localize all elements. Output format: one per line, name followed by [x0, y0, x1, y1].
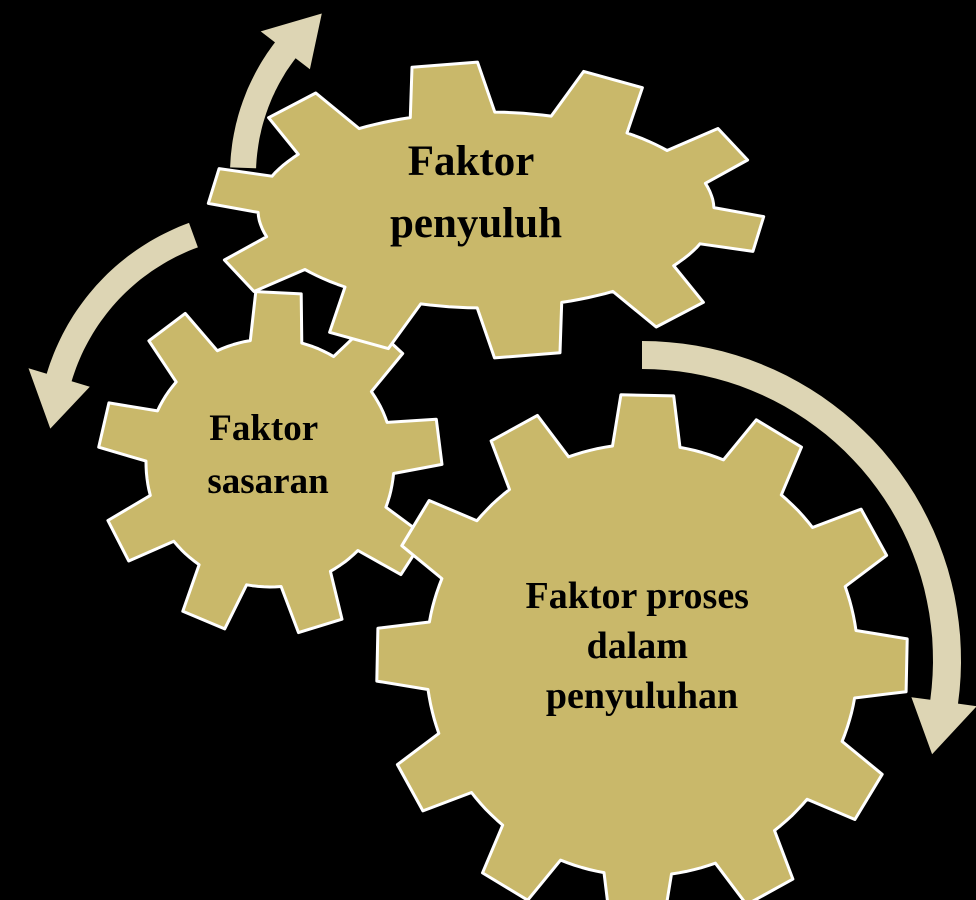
arrow-top: [230, 13, 322, 169]
gears-layer: Faktor sasaran Faktor penyuluh Faktor pr…: [97, 60, 909, 900]
gear-sasaran-line-2: sasaran: [207, 461, 329, 502]
gear-proses: Faktor proses dalam penyuluhan: [375, 393, 909, 900]
gear-sasaran-shape: [97, 290, 444, 635]
gear-proses-shape: [375, 393, 909, 900]
gear-penyuluh-line-1: Faktor: [408, 138, 535, 185]
gear-penyuluh-shape: [206, 60, 766, 360]
gear-proses-line-3: penyuluhan: [546, 675, 738, 717]
gear-penyuluh-label: Faktor penyuluh: [390, 138, 562, 247]
arrow-left: [28, 222, 198, 429]
gear-proses-line-2: dalam: [587, 625, 688, 667]
arrow-right: [642, 341, 976, 755]
gear-penyuluh: Faktor penyuluh: [206, 60, 766, 360]
gear-penyuluh-line-2: penyuluh: [390, 200, 562, 247]
gear-sasaran-line-1: Faktor: [209, 408, 318, 449]
gear-sasaran-label: Faktor sasaran: [207, 408, 329, 502]
gear-proses-label: Faktor proses dalam penyuluhan: [526, 575, 759, 717]
arrows-layer: [28, 13, 976, 755]
gear-proses-line-1: Faktor proses: [526, 575, 749, 617]
gear-sasaran: Faktor sasaran: [97, 290, 444, 635]
